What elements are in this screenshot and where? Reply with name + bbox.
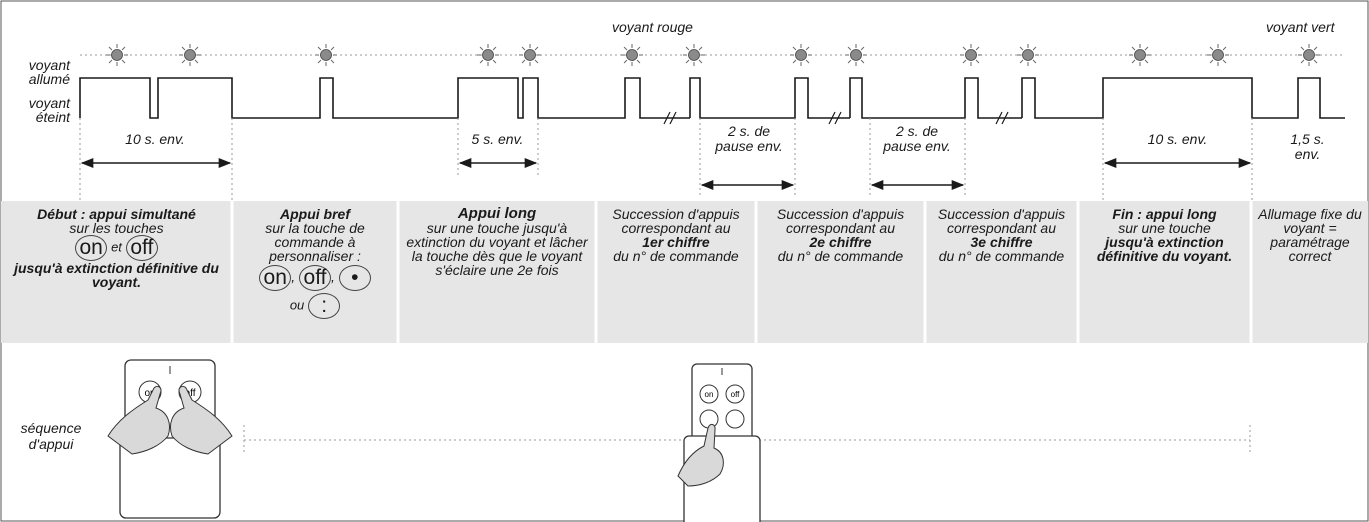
svg-text:off: off (731, 390, 741, 399)
led-icon (682, 43, 706, 67)
step-fin-title: Fin : appui long (1112, 206, 1217, 222)
off-key-icon: off (125, 235, 158, 261)
step-debut-text2: jusqu'à extinction définitive du voyant. (14, 260, 219, 290)
colon-key-icon: : (308, 293, 341, 319)
steps-band (1, 201, 1368, 343)
step-chiffre-2: Succession d'appuis correspondant au 2e … (757, 207, 924, 342)
led-icon (1297, 43, 1321, 67)
led-icon (789, 43, 813, 67)
duration-pause-1: 2 s. de pause env. (715, 123, 783, 154)
label-voyant-eteint: voyant éteint (28, 95, 70, 125)
hand-icon (107, 385, 233, 455)
led-icon (844, 43, 868, 67)
step-debut: Début : appui simultané sur les touches … (2, 207, 231, 342)
hand-icon (677, 423, 724, 487)
step-appui-bref-ou: ou (289, 297, 305, 313)
step-chiffre-1-text1: Succession d'appuis correspondant au (612, 206, 740, 236)
step-chiffre-3: Succession d'appuis correspondant au 3e … (926, 207, 1077, 342)
remote-control-icon: on off (683, 363, 761, 522)
sequence-label: séquence d'appui (20, 420, 82, 452)
step-appui-bref-title: Appui bref (280, 206, 350, 222)
step-allumage: Allumage fixe du voyant = paramétrage co… (1252, 207, 1368, 342)
step-chiffre-1-bold: 1er chiffre (642, 234, 710, 250)
dot-key-icon: • (338, 265, 371, 291)
step-fin: Fin : appui long sur une touche jusqu'à … (1079, 207, 1250, 342)
step-appui-long-text: sur une touche jusqu'à extinction du voy… (406, 220, 588, 278)
duration-10s-start: 10 s. env. (125, 131, 185, 147)
voyant-rouge-label: voyant rouge (612, 19, 693, 35)
step-debut-et: et (111, 239, 122, 255)
led-icon (1016, 43, 1040, 67)
led-waveform (79, 77, 660, 119)
duration-pause-2: 2 s. de pause env. (883, 123, 951, 154)
step-chiffre-3-text1: Succession d'appuis correspondant au (937, 206, 1066, 236)
step-chiffre-2-bold: 2e chiffre (809, 234, 872, 250)
svg-text:off: off (185, 388, 196, 399)
voyant-vert-label: voyant vert (1266, 19, 1335, 35)
duration-arrows (80, 157, 1252, 191)
led-icon (476, 43, 500, 67)
on-key-icon: on (259, 265, 292, 291)
on-key-icon: on (75, 235, 108, 261)
step-debut-text1: sur les touches (69, 220, 164, 236)
step-fin-text1: sur une touche (1118, 220, 1211, 236)
step-chiffre-3-bold: 3e chiffre (970, 234, 1033, 250)
step-chiffre-1-text2: du n° de commande (613, 248, 739, 264)
svg-text:on: on (144, 388, 155, 399)
step-chiffre-3-text2: du n° de commande (938, 248, 1065, 264)
step-appui-bref-text: sur la touche de commande à personnalise… (265, 220, 365, 264)
dotted-guides (79, 118, 1253, 455)
led-waveform-path (689, 77, 1345, 119)
step-chiffre-2-text2: du n° de commande (777, 248, 904, 264)
led-icon (1128, 43, 1152, 67)
duration-1-5s: 1,5 s. env. (1290, 131, 1325, 162)
led-icons (105, 43, 1321, 67)
led-icon (518, 43, 542, 67)
label-voyant-allume: voyant allumé (28, 57, 70, 87)
led-icon (959, 43, 983, 67)
off-key-icon: off (299, 265, 331, 291)
step-appui-long-title: Appui long (457, 205, 537, 222)
step-chiffre-2-text1: Succession d'appuis correspondant au (776, 206, 905, 236)
step-appui-long: Appui long sur une touche jusqu'à extinc… (399, 205, 595, 342)
led-icon (314, 43, 338, 67)
svg-text:on: on (705, 390, 714, 399)
duration-5s: 5 s. env. (471, 131, 524, 147)
led-icon (1206, 43, 1230, 67)
step-chiffre-1: Succession d'appuis correspondant au 1er… (597, 207, 755, 342)
step-fin-text2: jusqu'à extinction définitive du voyant. (1096, 234, 1233, 264)
led-icon (178, 43, 202, 67)
step-appui-bref: Appui bref sur la touche de commande à p… (233, 207, 397, 342)
column-separators (230, 201, 1253, 343)
step-allumage-text: Allumage fixe du voyant = paramétrage co… (1258, 206, 1362, 264)
step-debut-title: Début : appui simultané (37, 206, 196, 222)
led-icon (620, 43, 644, 67)
led-icon (105, 43, 129, 67)
duration-10s-end: 10 s. env. (1147, 131, 1208, 147)
